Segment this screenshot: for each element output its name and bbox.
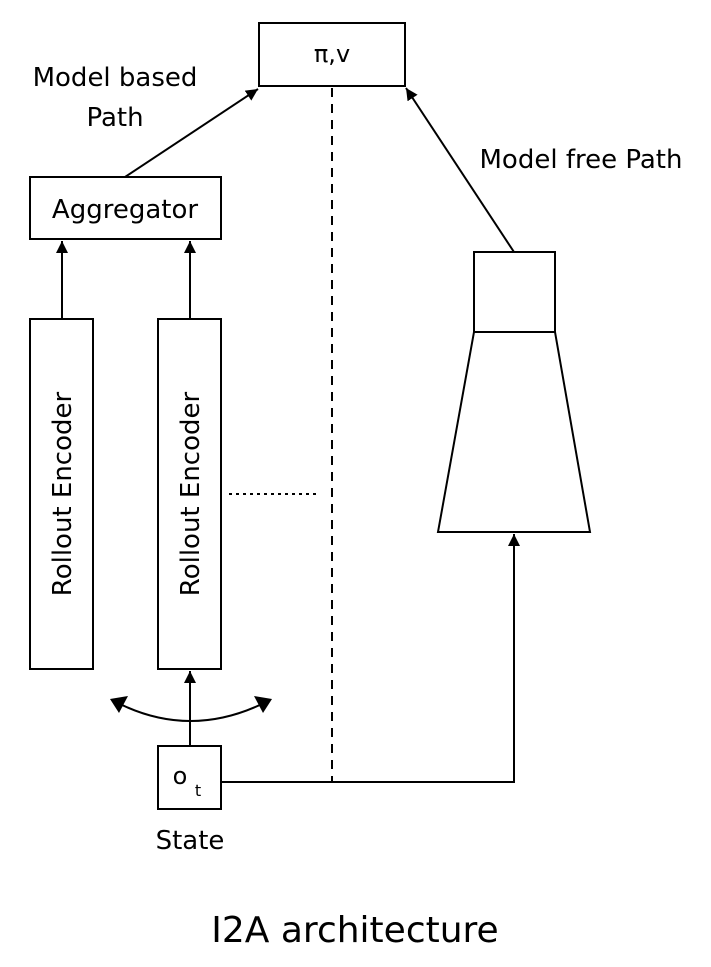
model-free-path-label: Model free Path [480, 145, 683, 175]
rollout-encoder-1-label: Rollout Encoder [48, 391, 78, 596]
observation-to-model-free-arrow [221, 534, 520, 783]
observation-symbol: o [173, 762, 188, 790]
model-based-path-label-line2: Path [86, 103, 143, 133]
rollout-curved-arrow-left-head [110, 696, 128, 713]
rollout-curved-arrow [115, 701, 267, 722]
policy-value-node: π,v [258, 22, 406, 87]
rollout-curved-arrow-right-head [254, 696, 272, 713]
observation-node: o t [157, 745, 222, 810]
rollout-encoder-1: Rollout Encoder [29, 318, 94, 670]
model-based-path-label-line1: Model based [33, 63, 198, 93]
policy-value-label: π,v [314, 40, 350, 68]
observation-subscript: t [195, 781, 201, 800]
diagram-caption: I2A architecture [211, 910, 498, 951]
model-free-path-arrow [405, 87, 515, 253]
aggregator-label: Aggregator [52, 195, 198, 225]
model-free-network [436, 251, 592, 533]
aggregator-box: Aggregator [29, 176, 222, 240]
state-label: State [156, 826, 225, 856]
model-based-path-arrow [124, 88, 259, 178]
rollout-encoder-2: Rollout Encoder [157, 318, 222, 670]
rollout-encoder-2-label: Rollout Encoder [176, 391, 206, 596]
